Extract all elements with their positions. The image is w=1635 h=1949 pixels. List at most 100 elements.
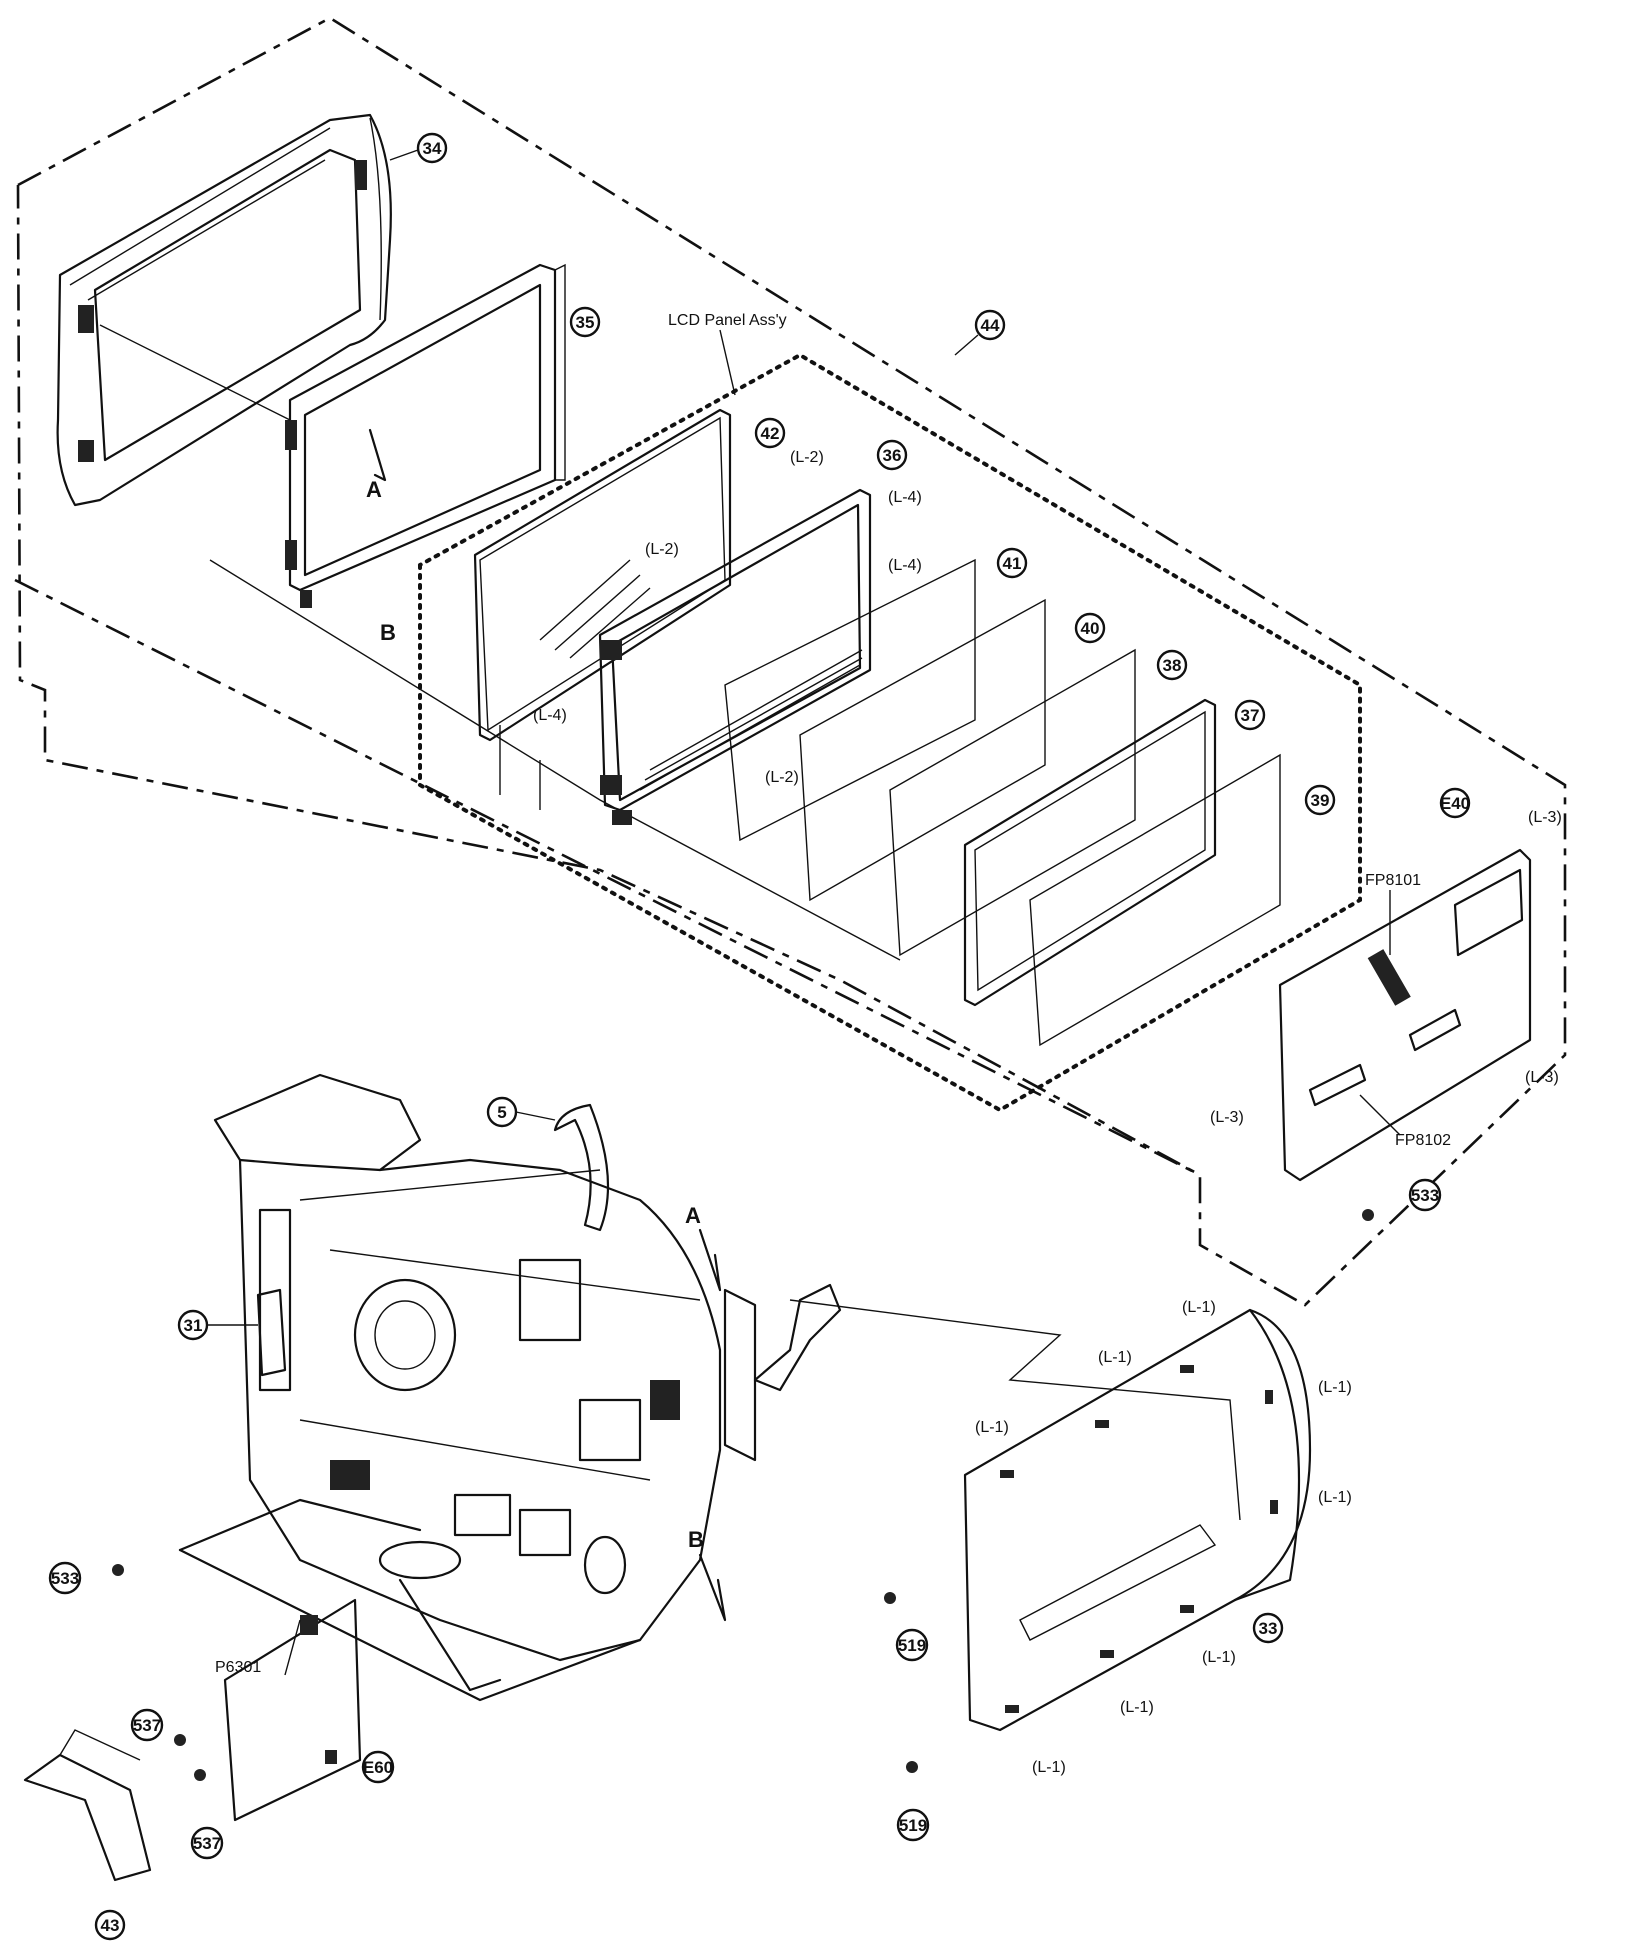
callout-44: 44 <box>974 309 1006 341</box>
part-e40-board <box>1278 848 1532 1182</box>
screw-537-lower <box>194 1769 206 1781</box>
callout-43: 43 <box>94 1909 126 1941</box>
screw-519-upper <box>884 1592 896 1604</box>
callout-537-upper: 537 <box>130 1708 164 1742</box>
label-l1-a: (L-1) <box>1182 1299 1216 1316</box>
svg-text:40: 40 <box>1081 619 1100 638</box>
part-e60-board <box>223 1598 362 1822</box>
part-34-lcd-frame <box>56 113 392 507</box>
screw-533-board <box>1362 1209 1374 1221</box>
callout-e40: E40 <box>1439 787 1471 819</box>
part-31-bracket <box>256 1288 287 1377</box>
sheet-leaders <box>499 725 541 810</box>
label-l4-b: (L-4) <box>888 557 922 574</box>
callout-5: 5 <box>486 1096 518 1128</box>
guide-line-a <box>99 324 291 421</box>
label-l1-e: (L-1) <box>1318 1489 1352 1506</box>
part-35-metal-frame <box>285 263 566 608</box>
svg-text:533: 533 <box>1411 1186 1439 1205</box>
callout-35: 35 <box>569 306 601 338</box>
svg-text:35: 35 <box>576 313 595 332</box>
label-l3-c: (L-3) <box>1210 1109 1244 1126</box>
label-l1-d: (L-1) <box>975 1419 1009 1436</box>
svg-text:44: 44 <box>981 316 1000 335</box>
body-side-bracket <box>723 1288 757 1462</box>
part-36-lcd-panel <box>598 488 872 825</box>
label-l1-c: (L-1) <box>1318 1379 1352 1396</box>
svg-text:43: 43 <box>101 1916 120 1935</box>
part-39-sheet <box>1029 753 1281 1047</box>
svg-text:34: 34 <box>423 139 442 158</box>
label-l4-c: (L-4) <box>533 707 567 724</box>
callout-34: 34 <box>416 132 448 164</box>
callout-42: 42 <box>754 417 786 449</box>
callout-38: 38 <box>1156 649 1188 681</box>
label-l2-a: (L-2) <box>790 449 824 466</box>
label-l1-h: (L-1) <box>1032 1759 1066 1776</box>
svg-text:533: 533 <box>51 1569 79 1588</box>
callout-533-body: 533 <box>48 1561 82 1595</box>
flex-cable <box>753 1283 842 1392</box>
svg-text:41: 41 <box>1003 554 1022 573</box>
label-lcd-panel-assy: LCD Panel Ass'y <box>668 312 787 329</box>
lcd-panel-boundary <box>418 352 1362 1113</box>
svg-text:39: 39 <box>1311 791 1330 810</box>
callout-39: 39 <box>1304 784 1336 816</box>
part-38-sheet <box>889 648 1136 957</box>
part-41-sheet <box>724 558 976 842</box>
screw-537-upper <box>174 1734 186 1746</box>
screw-533-body <box>112 1564 124 1576</box>
part-40-sheet <box>799 598 1046 902</box>
svg-text:31: 31 <box>184 1316 203 1335</box>
label-l2-b: (L-2) <box>645 541 679 558</box>
camera-body <box>178 1073 722 1702</box>
part-43-flex <box>23 1729 152 1882</box>
callout-519-lower: 519 <box>896 1808 930 1842</box>
callout-37: 37 <box>1234 699 1266 731</box>
callout-519-upper: 519 <box>895 1628 929 1662</box>
callout-40: 40 <box>1074 612 1106 644</box>
label-fp8102: FP8102 <box>1395 1132 1451 1149</box>
svg-text:519: 519 <box>898 1636 926 1655</box>
label-l1-f: (L-1) <box>1202 1649 1236 1666</box>
callout-e60: E60 <box>361 1750 395 1784</box>
label-l4-a: (L-4) <box>888 489 922 506</box>
label-l1-b: (L-1) <box>1098 1349 1132 1366</box>
part-37-backlight <box>963 698 1217 1007</box>
label-a-mid: A <box>685 1203 701 1228</box>
label-b-mid: B <box>688 1527 704 1552</box>
callout-41: 41 <box>996 547 1028 579</box>
guide-line-b <box>209 559 901 961</box>
svg-text:37: 37 <box>1241 706 1260 725</box>
svg-text:537: 537 <box>193 1834 221 1853</box>
callout-33: 33 <box>1252 1612 1284 1644</box>
screw-519-lower <box>906 1761 918 1773</box>
svg-text:36: 36 <box>883 446 902 465</box>
svg-text:519: 519 <box>899 1816 927 1835</box>
svg-text:42: 42 <box>761 424 780 443</box>
svg-text:E60: E60 <box>363 1758 393 1777</box>
svg-text:33: 33 <box>1259 1619 1278 1638</box>
part-5-ring <box>553 1103 610 1232</box>
label-l2-c: (L-2) <box>765 769 799 786</box>
callout-533-board: 533 <box>1408 1178 1442 1212</box>
part-33-side-cover <box>963 1308 1312 1732</box>
svg-text:E40: E40 <box>1440 794 1470 813</box>
cover-guide-line <box>789 1299 1241 1521</box>
svg-text:38: 38 <box>1163 656 1182 675</box>
callout-537-lower: 537 <box>190 1826 224 1860</box>
label-l3-a: (L-3) <box>1528 809 1562 826</box>
svg-text:537: 537 <box>133 1716 161 1735</box>
callout-36: 36 <box>876 439 908 471</box>
label-l3-b: (L-3) <box>1525 1069 1559 1086</box>
callout-31: 31 <box>177 1309 209 1341</box>
label-a-top: A <box>366 477 382 502</box>
assembly-boundary-lower <box>14 578 1201 1177</box>
label-fp8101: FP8101 <box>1365 872 1421 889</box>
label-p6301: P6301 <box>215 1659 261 1676</box>
svg-text:5: 5 <box>497 1103 506 1122</box>
label-b-top: B <box>380 620 396 645</box>
label-l1-g: (L-1) <box>1120 1699 1154 1716</box>
